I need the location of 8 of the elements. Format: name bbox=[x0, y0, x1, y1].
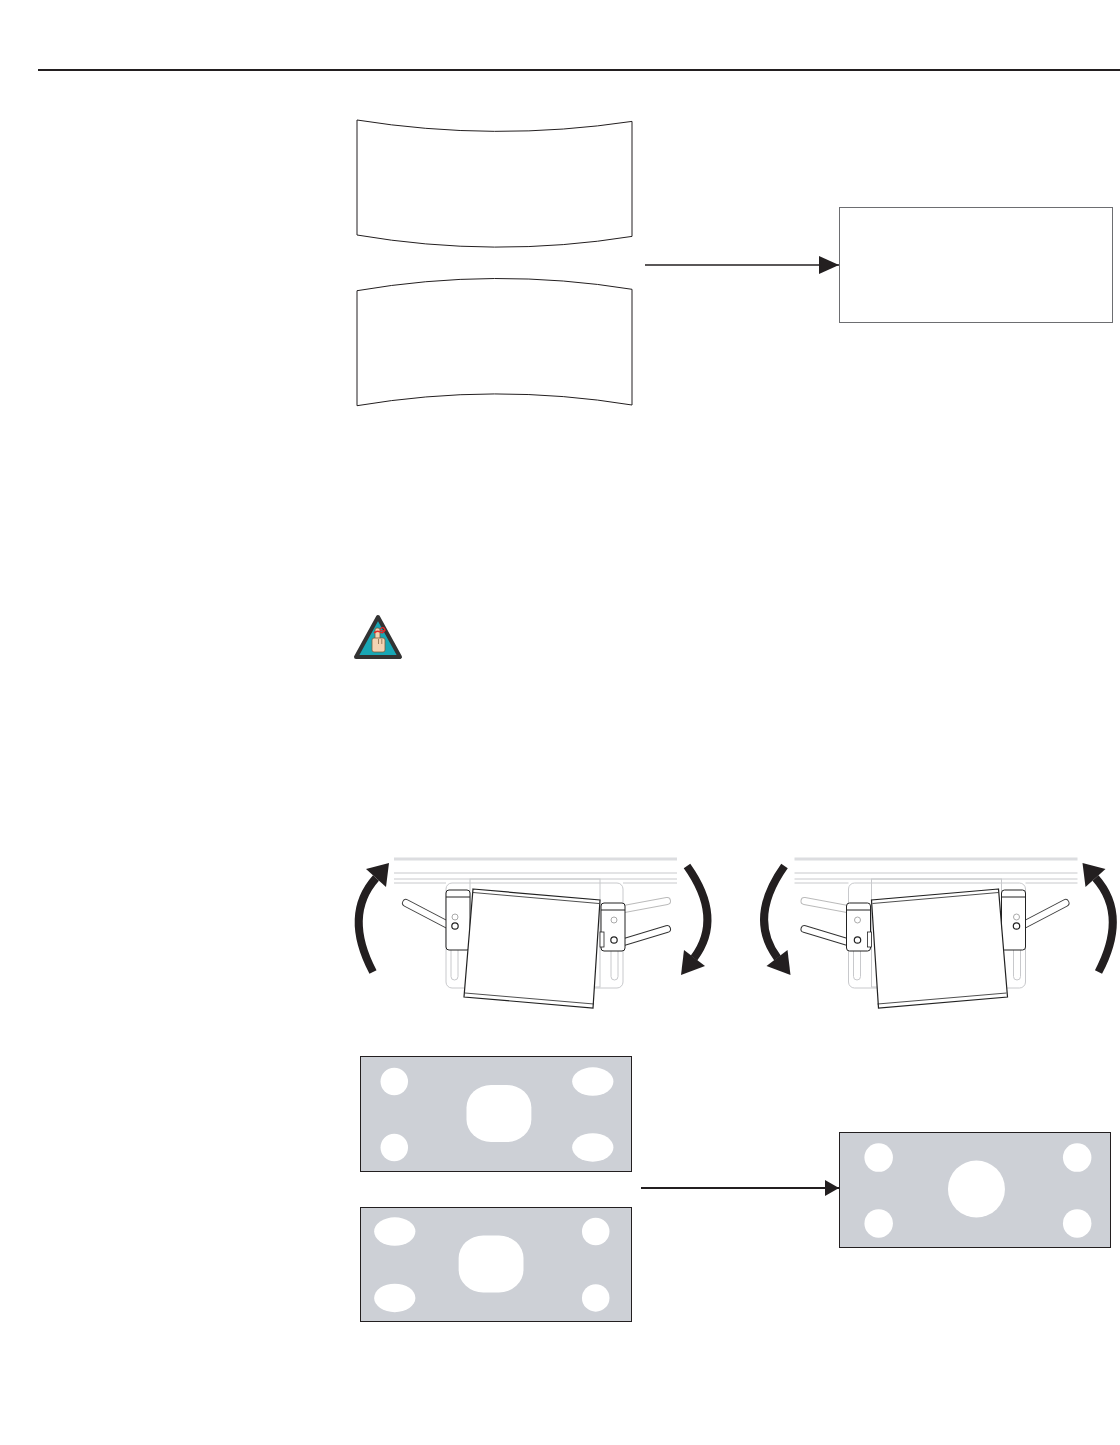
test-pattern-panel bbox=[360, 1056, 632, 1172]
image-frame bbox=[839, 207, 1113, 323]
arrow bbox=[640, 1180, 840, 1196]
test-pattern-panel bbox=[360, 1207, 632, 1322]
curved-image-frame bbox=[357, 279, 632, 406]
test-pattern-panel bbox=[839, 1132, 1111, 1248]
curved-image-frame bbox=[357, 120, 632, 247]
arrow bbox=[644, 256, 840, 274]
